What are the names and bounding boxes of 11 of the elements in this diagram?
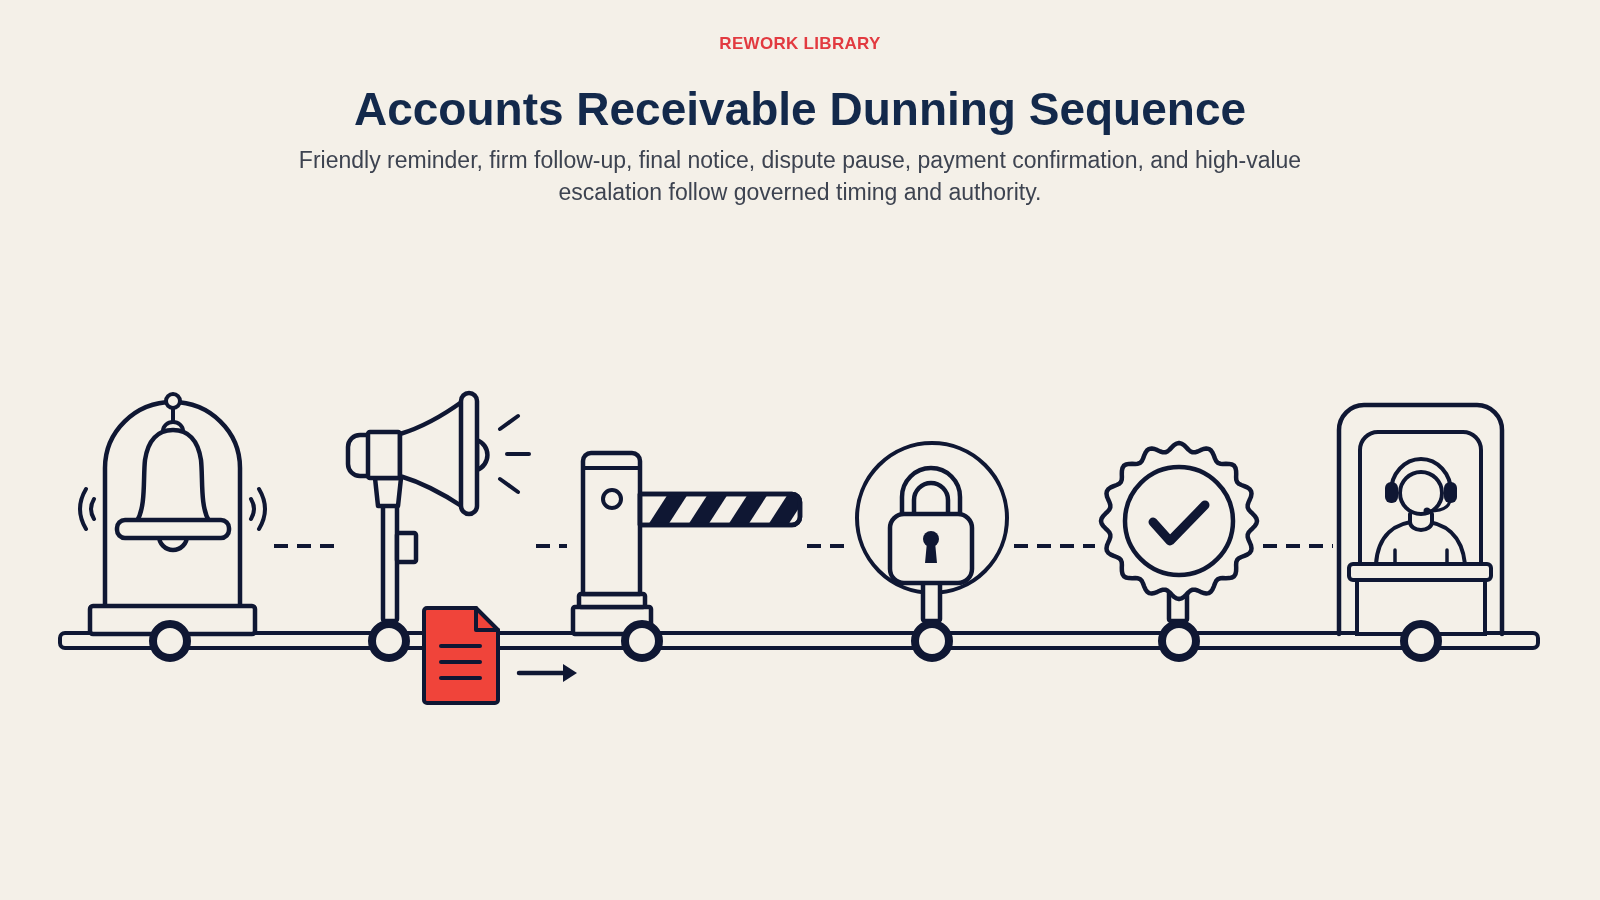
padlock-drawing: [852, 440, 1012, 622]
page-title: Accounts Receivable Dunning Sequence: [353, 82, 1247, 136]
agent-booth-drawing: [1335, 401, 1506, 636]
megaphone-drawing: [344, 388, 534, 624]
barrier-gate-drawing: [569, 449, 805, 636]
dashed-connector: [1263, 544, 1333, 548]
seal-checkmark-drawing: [1097, 439, 1261, 622]
dashed-connector: [536, 544, 567, 548]
eyebrow-label: REWORK LIBRARY: [719, 34, 881, 54]
dashed-connector: [1014, 544, 1095, 548]
subtitle-text: Friendly reminder, firm follow-up, final notice, dispute pause, payment confirmation, and high-value escalation follow governed timing and authority.: [297, 146, 1303, 207]
